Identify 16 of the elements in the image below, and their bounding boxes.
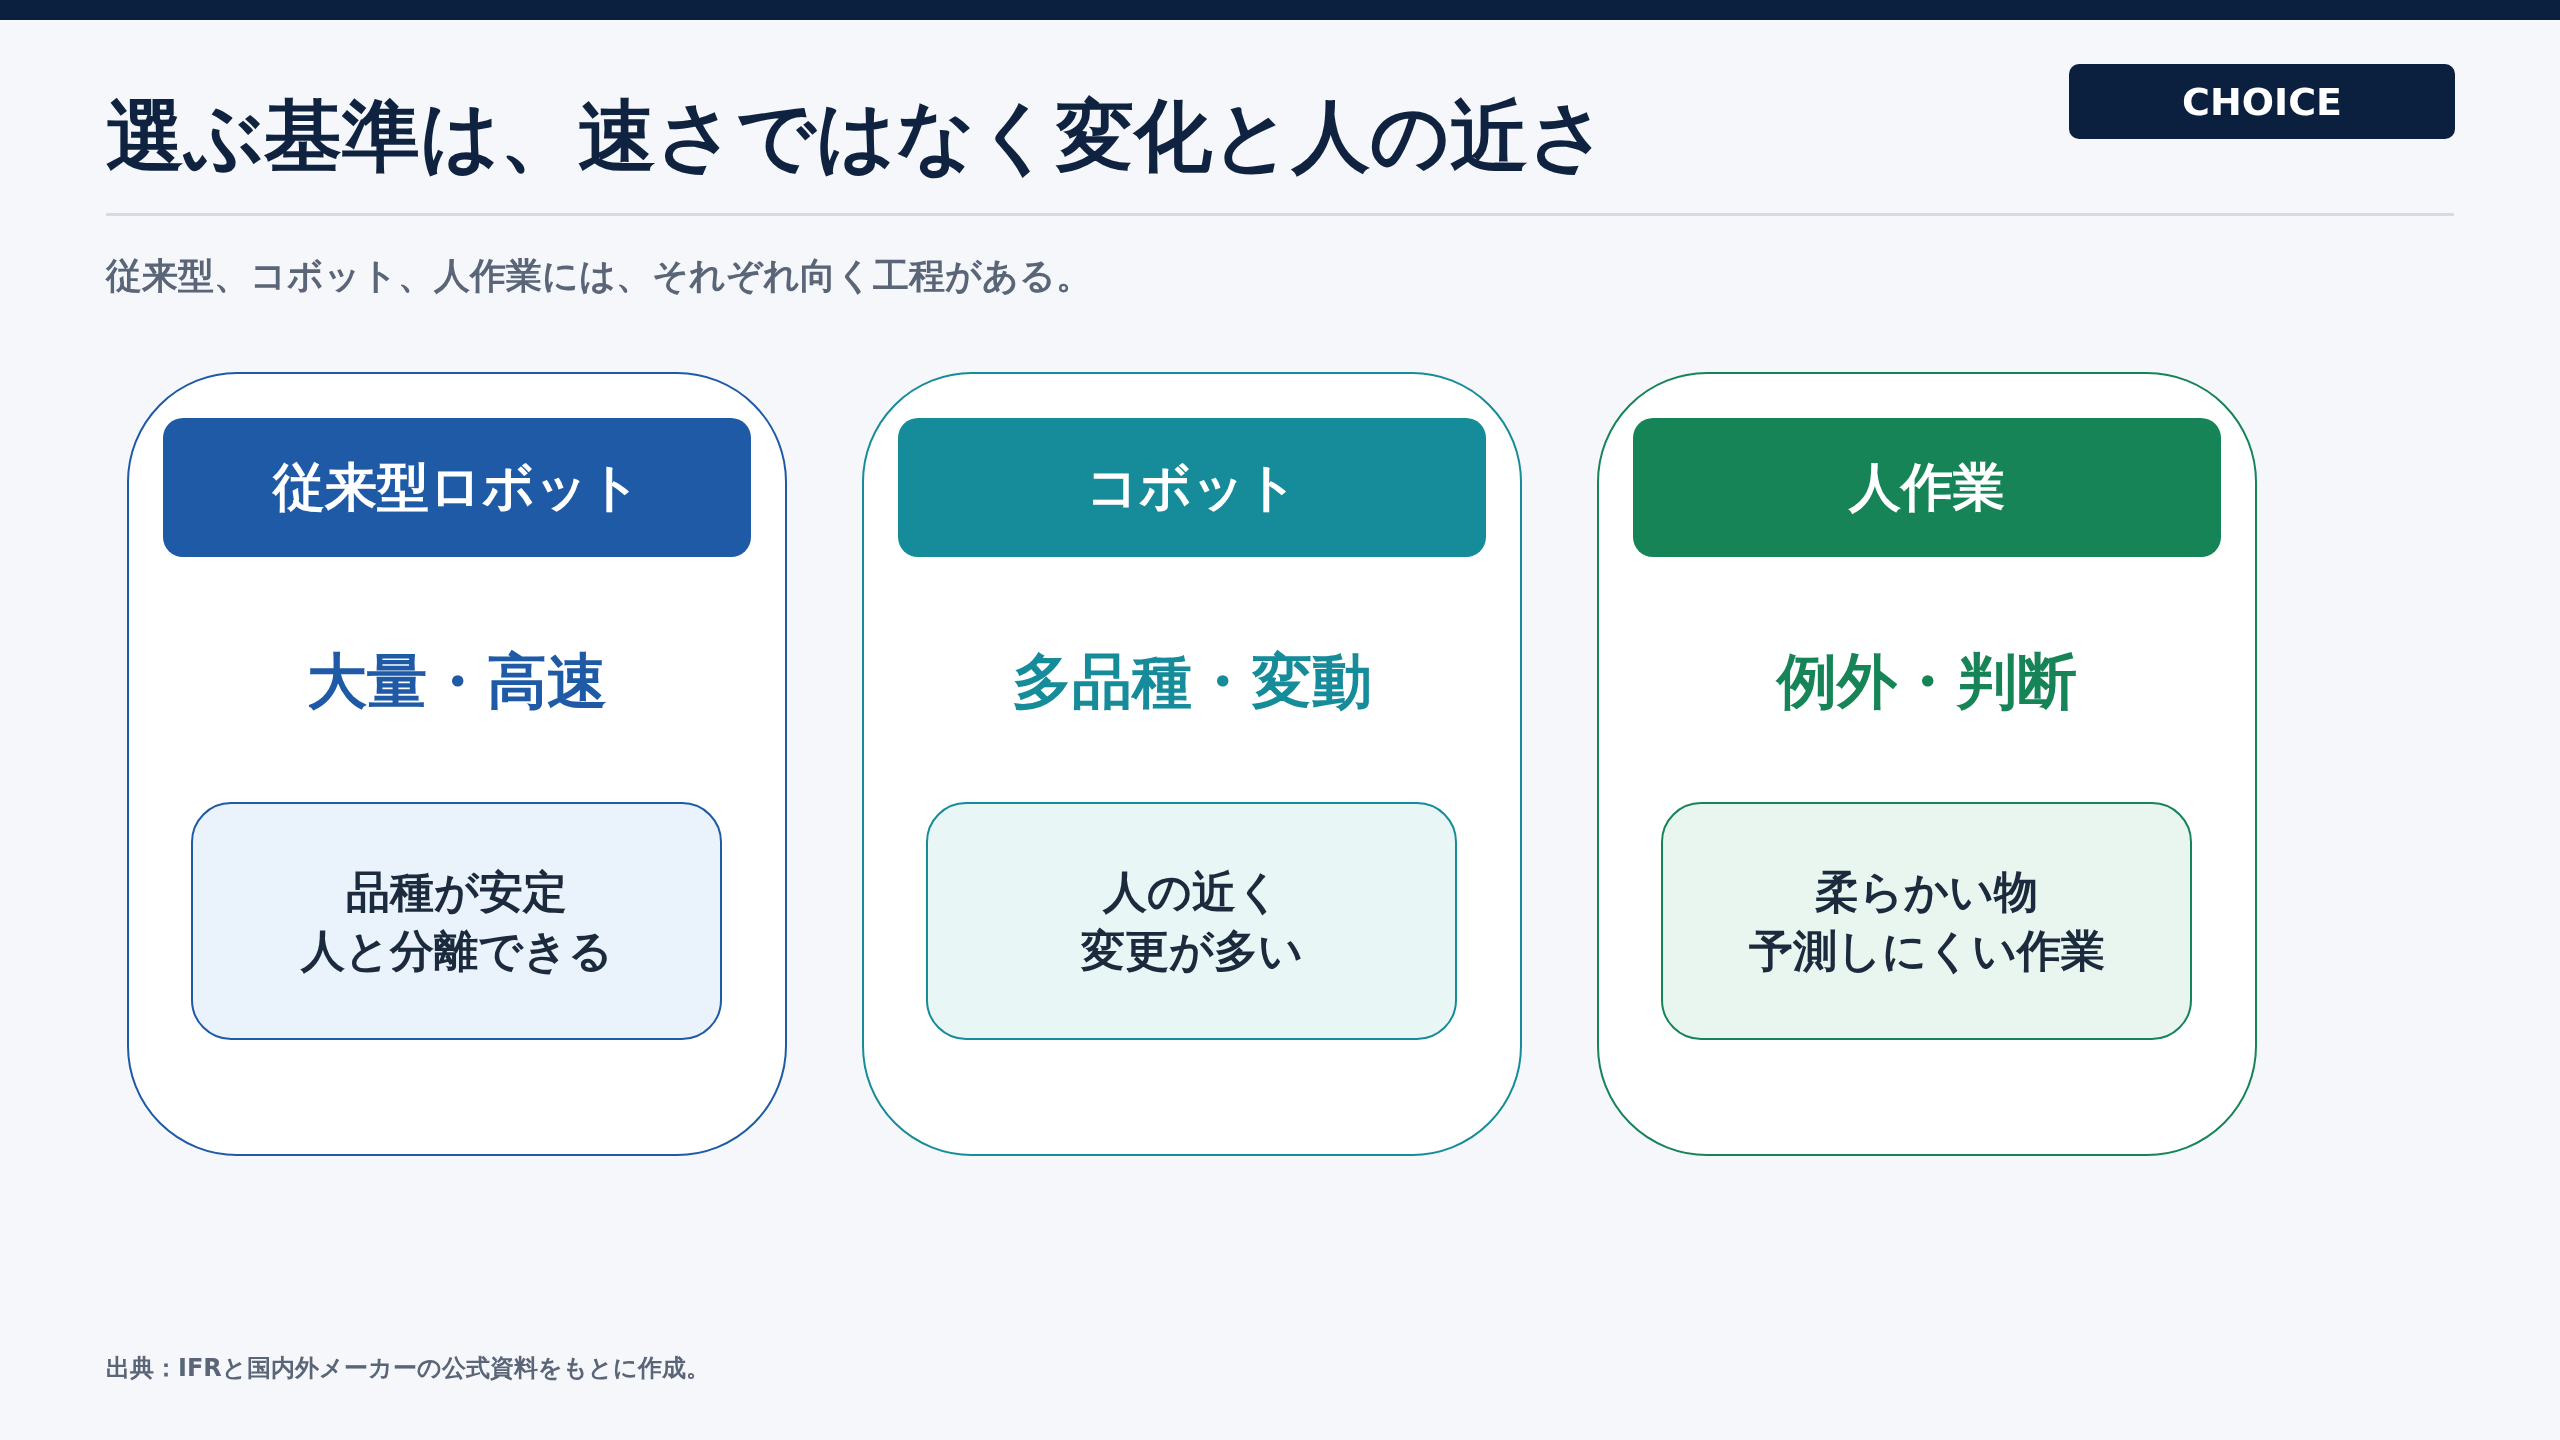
slide-subtitle: 従来型、コボット、人作業には、それぞれ向く工程がある。 bbox=[106, 254, 1092, 298]
category-card bbox=[127, 372, 787, 1156]
card-header: 従来型ロボット bbox=[163, 418, 751, 557]
condition-box: 柔らかい物予測しにくい作業 bbox=[1661, 802, 2192, 1040]
card-header: コボット bbox=[898, 418, 1486, 557]
choice-badge: CHOICE bbox=[2069, 64, 2455, 139]
card-header: 人作業 bbox=[1633, 418, 2221, 557]
card-keywords: 大量・高速 bbox=[306, 645, 608, 718]
condition-box: 人の近く変更が多い bbox=[926, 802, 1457, 1040]
category-card bbox=[1597, 372, 2257, 1156]
slide-title: 選ぶ基準は、速さではなく変化と人の近さ bbox=[106, 90, 1608, 183]
category-card bbox=[862, 372, 1522, 1156]
card-keywords: 多品種・変動 bbox=[1011, 645, 1373, 718]
source-note: 出典：IFRと国内外メーカーの公式資料をもとに作成。 bbox=[106, 1353, 710, 1384]
condition-box: 品種が安定人と分離できる bbox=[191, 802, 722, 1040]
card-keywords: 例外・判断 bbox=[1775, 645, 2078, 718]
